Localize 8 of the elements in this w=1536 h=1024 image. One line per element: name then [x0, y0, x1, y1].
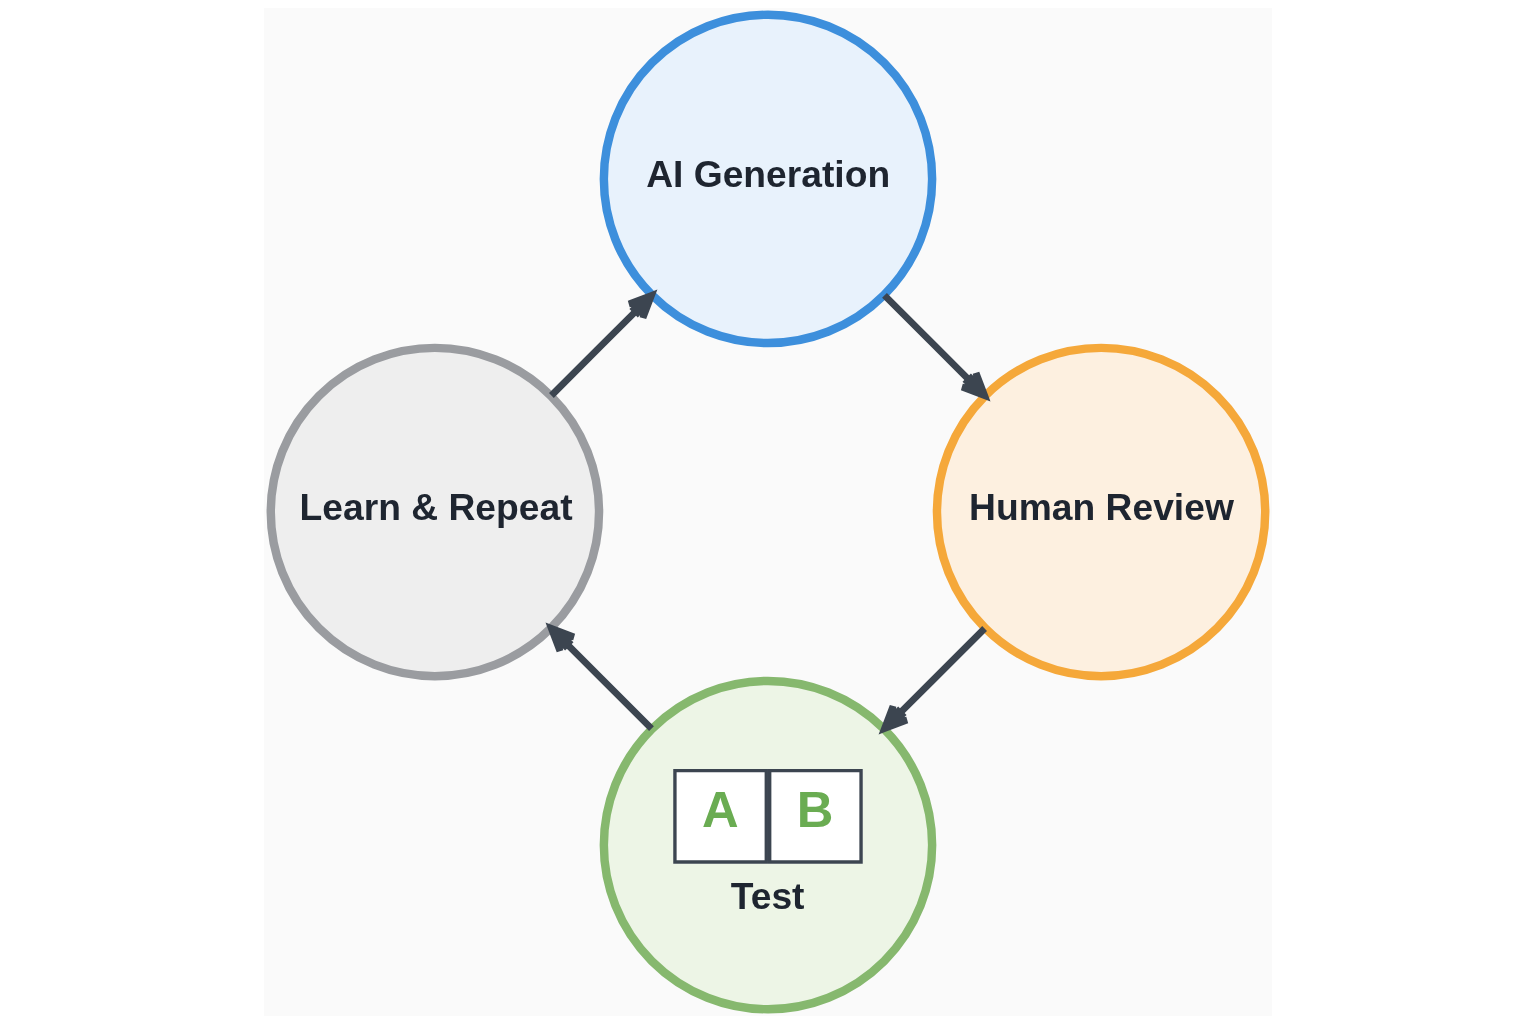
- node-circle: Human Review: [932, 343, 1270, 681]
- node-circle: A B Test: [599, 676, 937, 1014]
- arrow: [881, 626, 987, 733]
- arrow: [882, 293, 989, 399]
- arrow: [549, 291, 655, 398]
- node-circle: AI Generation: [599, 10, 937, 348]
- arrow: [547, 625, 654, 731]
- node-circle: Learn & Repeat: [266, 343, 604, 681]
